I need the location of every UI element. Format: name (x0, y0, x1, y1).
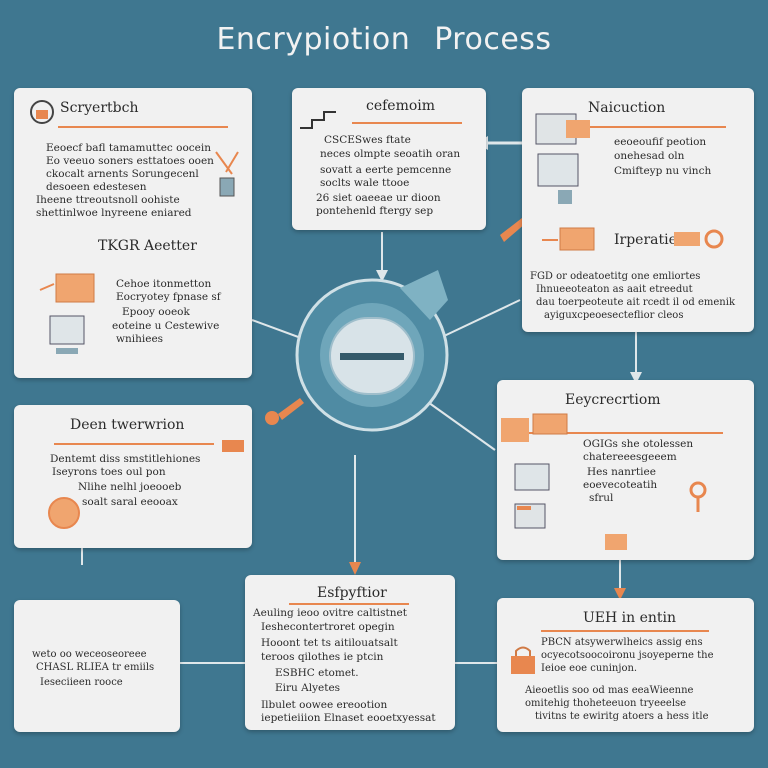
card-bottom-left: weto oo weceoseoreee CHASL RLIEA tr emii… (14, 600, 180, 732)
card-line: eoevecoteatih (583, 479, 658, 491)
card-line: CHASL RLIEA tr emiils (36, 662, 155, 673)
card-title-rule (527, 432, 723, 434)
card-line: Aeuling ieoo ovitre caltistnet (253, 607, 407, 619)
card-line: weto oo weceoseoreee (32, 649, 147, 660)
card-cefemoim: cefemoim CSCESwes ftate neces olmpte seo… (292, 88, 486, 230)
card-line: Ieshecontertroret opegin (261, 621, 395, 633)
card-line: wnihiees (116, 333, 164, 345)
card-title-rule (54, 443, 214, 445)
card-line: Hooont tet ts aitilouatsalt (261, 637, 398, 649)
card-title: Esfpyftior (317, 585, 387, 601)
card-line: dau toerpeoteute ait rcedt il od emenik (536, 297, 735, 308)
card-naicuction: Naicuction eeoeoufif peotion onehesad ol… (522, 88, 754, 332)
key-icon (674, 229, 724, 249)
clamp-icon (215, 151, 239, 197)
card-title: Scryertbch (60, 100, 139, 116)
connector-line (424, 399, 496, 451)
card-title-rule (58, 126, 228, 128)
card-title: cefemoim (366, 98, 436, 114)
card-line: Hes nanrtiee (587, 466, 656, 478)
card-line: eeoeoufif peotion (614, 136, 707, 148)
card-line: Ilbulet oowee ereootion (261, 699, 388, 711)
card-line: neces olmpte seoatih oran (320, 148, 461, 160)
card-line: Ieseciieen rooce (40, 677, 123, 688)
card-title-rule (289, 603, 409, 605)
card-line: Eiru Alyetes (275, 682, 341, 694)
card-line: iepetieiiion Elnaset eooetxyessat (261, 712, 436, 724)
lock-icon (511, 646, 535, 674)
card-line: ayiguxcpeoesecteflior cleos (544, 310, 684, 321)
card-title-rule (352, 122, 462, 124)
card-title-rule (541, 630, 709, 632)
card-scryertbch: Scryertbch Eeoecf bafl tamamuttec oocein… (14, 88, 252, 378)
card-line: onehesad oln (614, 150, 685, 162)
minus-icon (340, 353, 404, 360)
card-line: Epooy ooeok (122, 306, 190, 318)
card-line: Ihnueeoteaton as aait etreedut (536, 284, 693, 295)
card-title: Eeycrecrtiom (565, 392, 661, 408)
central-hub (295, 270, 449, 432)
card-line: CSCESwes ftate (324, 134, 411, 146)
card-deen-twerwrion: Deen twerwrion Dentemt diss smstitlehion… (14, 405, 252, 548)
card-line: Eocryotey fpnase sf (116, 291, 221, 303)
lock-icon (30, 100, 54, 124)
card-line: pontehenld ftergy sep (316, 205, 434, 217)
card-line: sfrul (589, 492, 614, 504)
card-line: Iheene ttreoutsnoll oohiste (36, 194, 180, 206)
card-line: Cehoe itonmetton (116, 278, 212, 290)
card-ueh-in-entin: UEH in entin PBCN atsywerwlheics assig e… (497, 598, 754, 732)
arrow-head (349, 562, 361, 575)
card-line: FGD or odeatoetitg one emliortes (530, 271, 701, 282)
arrow-head (376, 270, 388, 282)
card-line: Iseyrons toes oul pon (52, 466, 166, 478)
document-icon (514, 503, 546, 529)
folder-icon (39, 273, 95, 303)
card-title: Deen twerwrion (70, 417, 185, 433)
card-line: omitehig thoheteeuon tryeeelse (525, 698, 687, 709)
diagram-title: Encrypiotion Process (216, 22, 552, 57)
card-line: Cmifteyp nu vinch (614, 165, 712, 177)
monitor-icon (49, 315, 85, 354)
card-line: sovatt a eerte pemcenne (320, 164, 452, 176)
card-line: tivitns te ewiritg atoers a hess itle (535, 711, 709, 722)
document-stack-icon (535, 113, 590, 204)
folder-icon (501, 413, 568, 442)
card-line: ckocalt arnents Sorungecenl (46, 168, 199, 180)
card-line: Aieoetlis soo od mas eeaWieenne (525, 685, 694, 696)
tag-icon (222, 440, 244, 452)
card-subtitle: TKGR Aeetter (98, 238, 197, 254)
card-eeycrecrtiom: Eeycrecrtiom OGIGs she otolessen chatere… (497, 380, 754, 560)
card-line: ESBHC etomet. (275, 667, 359, 679)
key-icon (689, 481, 707, 512)
card-title: UEH in entin (583, 610, 677, 626)
stairs-icon (300, 111, 336, 129)
folder-icon (605, 534, 627, 550)
key-icon (265, 398, 304, 425)
card-line: Eo veeuo soners esttatoes ooen (46, 155, 214, 167)
card-line: Nlihe nelhl joeooeb (78, 481, 182, 493)
card-line: PBCN atsywerwlheics assig ens (541, 637, 703, 648)
card-line: Ieioe eoe cuninjon. (541, 663, 638, 674)
card-line: shettinlwoe lnyreene eniared (36, 207, 192, 219)
card-line: Dentemt diss smstitlehiones (50, 453, 201, 465)
card-line: OGIGs she otolessen (583, 438, 694, 450)
monitor-icon (514, 463, 550, 491)
card-line: chatereeesgeeem (583, 451, 677, 463)
card-line: desoeen edestesen (46, 181, 147, 193)
card-line: Eeoecf bafl tamamuttec oocein (46, 142, 211, 154)
card-line: 26 siet oaeeae ur dioon (316, 192, 441, 204)
card-subtitle: Irperatie (614, 232, 677, 248)
card-esfpyftior: Esfpyftior Aeuling ieoo ovitre caltistne… (245, 575, 455, 730)
card-line: soclts wale ttooe (320, 177, 410, 189)
card-title: Naicuction (588, 100, 666, 116)
card-line: ocyecotsoocoironu jsoyeperne the (541, 650, 714, 661)
shield-icon (48, 497, 80, 529)
card-title-rule (586, 126, 726, 128)
connector-line (424, 299, 521, 346)
card-line: eoteine u Cestewive (112, 320, 220, 332)
card-line: soalt saral eeooax (82, 496, 178, 508)
connector-line (251, 319, 321, 346)
card-line: teroos qilothes ie ptcin (261, 651, 384, 663)
folder-icon (542, 227, 595, 251)
